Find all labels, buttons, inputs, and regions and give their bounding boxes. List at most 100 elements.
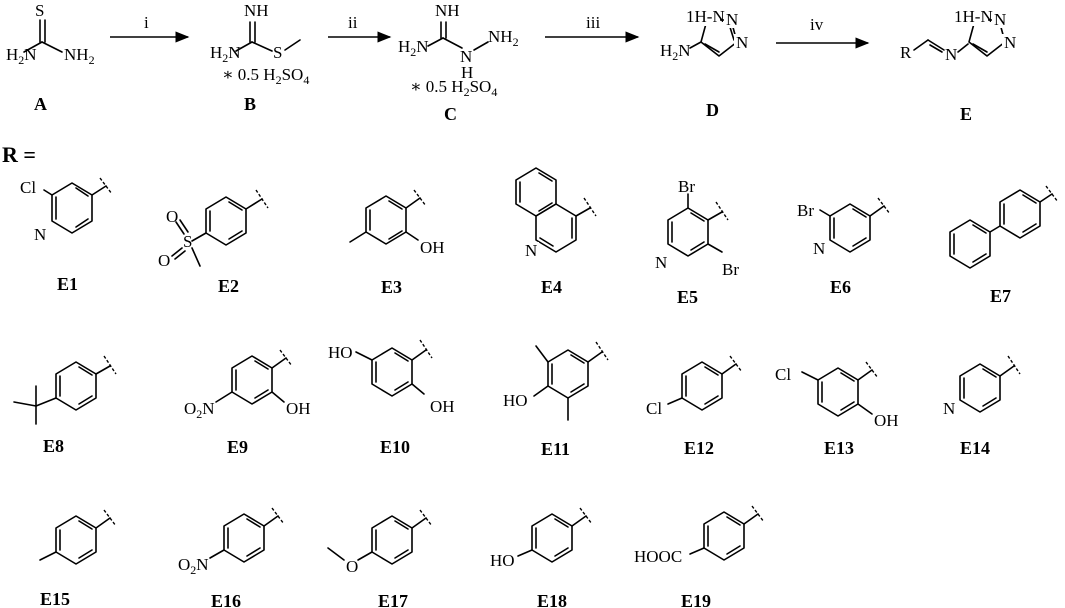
label-e: E bbox=[960, 104, 972, 124]
atom-oh-e13: OH bbox=[874, 411, 899, 430]
compound-a: S H2N NH2 A bbox=[6, 1, 95, 114]
label-e5: E5 bbox=[677, 287, 698, 307]
label-e16: E16 bbox=[211, 591, 241, 608]
label-e11: E11 bbox=[541, 439, 570, 459]
substituent-e1: Cl N E1 bbox=[20, 177, 113, 294]
label-e19: E19 bbox=[681, 591, 711, 608]
atom-ho-e11: HO bbox=[503, 391, 528, 410]
atom-n-e4: N bbox=[525, 241, 537, 260]
label-e10: E10 bbox=[380, 437, 410, 457]
atom-nh: NH bbox=[244, 1, 269, 20]
compound-b: NH H2N S ∗ 0.5 H2SO4 B bbox=[210, 1, 309, 114]
atom-br2-e5: Br bbox=[722, 260, 739, 279]
atom-o2n-e16: O2N bbox=[178, 555, 209, 577]
substituent-e10: HO OH E10 bbox=[328, 339, 455, 457]
salt-c: ∗ 0.5 H2SO4 bbox=[410, 77, 497, 99]
atom-cl-e12: Cl bbox=[646, 399, 662, 418]
salt-b: ∗ 0.5 H2SO4 bbox=[222, 65, 309, 87]
label-e17: E17 bbox=[378, 591, 408, 608]
atom-oh-e9: OH bbox=[286, 399, 311, 418]
substituent-e17: O E17 bbox=[327, 509, 433, 608]
atom-oh-e3: OH bbox=[420, 238, 445, 257]
substituent-e7: E7 bbox=[949, 185, 1059, 306]
atom-hooc-e19: HOOC bbox=[634, 547, 682, 566]
atom-h2n-b: H2N bbox=[210, 43, 241, 65]
label-e15: E15 bbox=[40, 589, 70, 608]
atom-h2n-d: H2N bbox=[660, 41, 691, 63]
label-e9: E9 bbox=[227, 437, 248, 457]
atom-cl-e1: Cl bbox=[20, 178, 36, 197]
label-e2: E2 bbox=[218, 276, 239, 296]
label-c: C bbox=[444, 104, 457, 124]
atom-n4-d: N bbox=[736, 33, 748, 52]
atom-n-e5: N bbox=[655, 253, 667, 272]
compound-c: NH H2N N H NH2 ∗ 0.5 H2SO4 C bbox=[398, 1, 519, 124]
substituent-e15: E15 bbox=[39, 509, 117, 608]
label-e4: E4 bbox=[541, 277, 562, 297]
substituent-e8: E8 bbox=[13, 355, 117, 456]
atom-r-e: R bbox=[900, 43, 912, 62]
atom-ho-e18: HO bbox=[490, 551, 515, 570]
atom-o2n-e9: O2N bbox=[184, 399, 215, 421]
label-e7: E7 bbox=[990, 286, 1011, 306]
atom-n2-d: N bbox=[726, 10, 738, 29]
r-header: R = bbox=[2, 142, 36, 167]
label-e13: E13 bbox=[824, 438, 854, 458]
substituent-e11: HO E11 bbox=[503, 341, 609, 459]
substituent-e18: HO E18 bbox=[490, 507, 593, 608]
substituent-e2: S O O E2 bbox=[158, 189, 269, 296]
substituent-e6: Br N E6 bbox=[797, 197, 891, 297]
reagent-i: i bbox=[144, 13, 149, 32]
reagent-iv: iv bbox=[810, 15, 824, 34]
atom-nh2-c: NH2 bbox=[488, 27, 519, 49]
substituent-e13: Cl OH E13 bbox=[775, 361, 899, 458]
atom-s-e2: S bbox=[183, 232, 192, 251]
atom-o2-e2: O bbox=[158, 251, 170, 270]
atom-nh-c: NH bbox=[435, 1, 460, 20]
label-d: D bbox=[706, 100, 719, 120]
atom-s: S bbox=[35, 1, 44, 20]
atom-nh2: NH2 bbox=[64, 45, 95, 67]
atom-h2n: H2N bbox=[6, 45, 37, 67]
atom-n-e6: N bbox=[813, 239, 825, 258]
compound-d: 1H-N N N H2N D bbox=[660, 7, 750, 120]
label-e12: E12 bbox=[684, 438, 714, 458]
atom-nh-hydrazine: N bbox=[460, 47, 472, 66]
label-e1: E1 bbox=[57, 274, 78, 294]
substituent-e16: O2N E16 bbox=[178, 507, 285, 608]
atom-n2-e: N bbox=[994, 10, 1006, 29]
atom-cl-e13: Cl bbox=[775, 365, 791, 384]
substituent-e9: OH O2N E9 bbox=[184, 349, 311, 457]
atom-h-c: H bbox=[461, 63, 473, 82]
atom-1h-n-e: 1H-N bbox=[954, 7, 993, 26]
reagent-ii: ii bbox=[348, 13, 358, 32]
atom-br1-e5: Br bbox=[678, 177, 695, 196]
substituent-e12: Cl E12 bbox=[646, 355, 743, 458]
atom-oh-e10: OH bbox=[430, 397, 455, 416]
label-e8: E8 bbox=[43, 436, 64, 456]
atom-o-e17: O bbox=[346, 557, 358, 576]
substituent-e4: N E4 bbox=[515, 167, 597, 297]
compound-e: R N 1H-N N N E bbox=[900, 7, 1018, 124]
atom-n-e14: N bbox=[943, 399, 955, 418]
atom-n-imine: N bbox=[945, 45, 957, 64]
atom-ho-e10: HO bbox=[328, 343, 353, 362]
label-e6: E6 bbox=[830, 277, 851, 297]
substituent-e3: OH E3 bbox=[349, 189, 445, 297]
label-e3: E3 bbox=[381, 277, 402, 297]
label-e18: E18 bbox=[537, 591, 567, 608]
label-a: A bbox=[34, 94, 47, 114]
atom-br-e6: Br bbox=[797, 201, 814, 220]
atom-1h-n-d: 1H-N bbox=[686, 7, 725, 26]
reagent-iii: iii bbox=[586, 13, 600, 32]
atom-s-b: S bbox=[273, 43, 282, 62]
substituent-e19: HOOC E19 bbox=[634, 505, 765, 608]
label-e14: E14 bbox=[960, 438, 990, 458]
atom-h2n-c: H2N bbox=[398, 37, 429, 59]
atom-n4-e: N bbox=[1004, 33, 1016, 52]
substituent-e5: Br Br N E5 bbox=[650, 177, 739, 307]
atom-o1-e2: O bbox=[166, 207, 178, 226]
label-b: B bbox=[244, 94, 256, 114]
substituent-e14: N E14 bbox=[939, 355, 1021, 458]
